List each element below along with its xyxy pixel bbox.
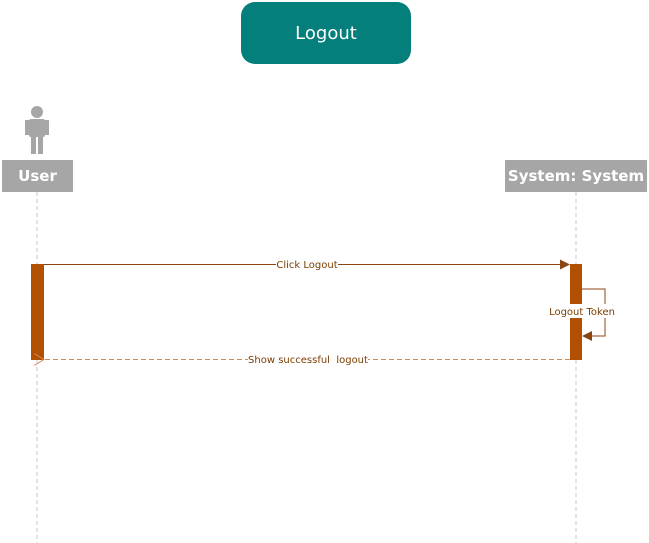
user-actor-icon xyxy=(25,106,49,154)
diagram-title: Logout xyxy=(241,2,411,64)
diagram-title-text: Logout xyxy=(295,22,357,44)
user-lane-label: User xyxy=(18,167,57,185)
user-activation-bar xyxy=(31,264,44,360)
click-logout-label: Click Logout xyxy=(276,260,337,271)
user-lane-header: User xyxy=(2,160,73,192)
system-lane-header: System: System xyxy=(505,160,647,192)
show-successful-logout-label: Show successful logout xyxy=(248,355,368,366)
logout-token-label: Logout Token xyxy=(549,307,615,318)
system-lane-label: System: System xyxy=(507,167,645,185)
